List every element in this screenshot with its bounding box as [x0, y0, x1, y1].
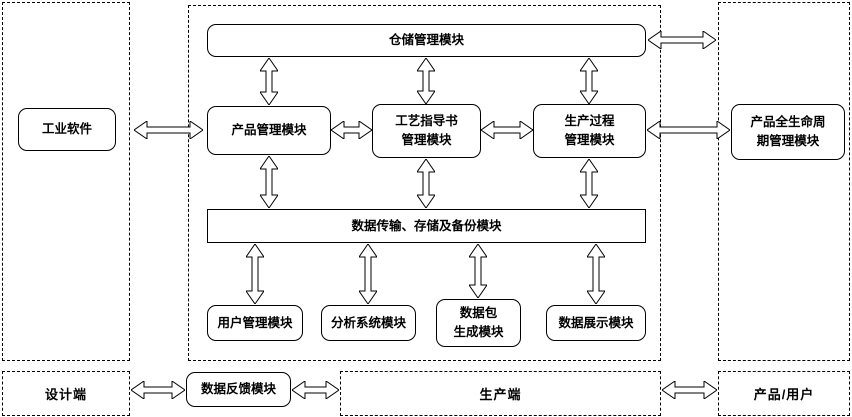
module-industrial-software: 工业软件	[18, 108, 116, 151]
double-arrow-production-user	[662, 381, 717, 399]
double-arrow-feedback-production	[292, 381, 339, 399]
region-product-user-label: 产品/用户	[753, 387, 815, 402]
module-data-package: 数据包 生成模块	[436, 299, 521, 347]
module-process-instruction: 工艺指导书 管理模块	[372, 104, 481, 158]
double-arrow-process-production	[481, 121, 533, 139]
region-design-end: 设计端	[2, 371, 130, 416]
module-product-management: 产品管理模块	[207, 106, 331, 155]
module-user-management-label: 用户管理模块	[217, 315, 293, 330]
region-central-system	[188, 5, 661, 361]
double-arrow-storage-package	[469, 244, 487, 298]
double-arrow-warehouse-product	[260, 58, 278, 105]
module-analysis-system-label: 分析系统模块	[330, 315, 406, 330]
double-arrow-warehouse-process	[417, 58, 435, 104]
module-production-process: 生产过程 管理模块	[533, 104, 646, 158]
module-warehouse: 仓储管理模块	[207, 24, 646, 57]
module-warehouse-label: 仓储管理模块	[388, 33, 464, 48]
module-plm: 产品全生命周 期管理模块	[731, 104, 845, 160]
double-arrow-design-feedback	[131, 381, 185, 399]
module-data-package-label: 数据包 生成模块	[453, 306, 504, 339]
region-production-end-label: 生产端	[479, 387, 522, 402]
double-arrow-warehouse-production	[580, 58, 598, 104]
double-arrow-process-storage	[417, 159, 435, 208]
module-data-display: 数据展示模块	[546, 305, 646, 341]
module-user-management: 用户管理模块	[207, 305, 303, 341]
module-process-instruction-label: 工艺指导书 管理模块	[395, 114, 458, 147]
double-arrow-production-plm	[647, 121, 730, 139]
region-production-end: 生产端	[340, 371, 661, 416]
region-design-end-label: 设计端	[44, 387, 87, 402]
region-industrial-software	[2, 2, 130, 361]
module-plm-label: 产品全生命周 期管理模块	[750, 115, 826, 148]
module-data-feedback: 数据反馈模块	[186, 372, 291, 407]
module-data-storage: 数据传输、存储及备份模块	[207, 209, 646, 243]
double-arrow-storage-display	[587, 244, 605, 304]
module-data-storage-label: 数据传输、存储及备份模块	[351, 218, 502, 233]
double-arrow-production-storage	[580, 159, 598, 208]
double-arrow-industrial-product	[134, 121, 203, 139]
module-product-management-label: 产品管理模块	[231, 123, 307, 138]
double-arrow-warehouse-plm	[648, 31, 716, 49]
double-arrow-storage-user	[246, 244, 264, 304]
module-data-display-label: 数据展示模块	[558, 315, 634, 330]
double-arrow-storage-analysis	[359, 244, 377, 304]
region-product-user: 产品/用户	[718, 371, 850, 416]
module-production-process-label: 生产过程 管理模块	[564, 114, 615, 147]
double-arrow-product-storage	[260, 156, 278, 208]
double-arrow-product-process	[331, 121, 372, 139]
module-industrial-software-label: 工业软件	[41, 122, 92, 137]
module-analysis-system: 分析系统模块	[321, 305, 416, 341]
region-plm	[718, 2, 850, 361]
module-data-feedback-label: 数据反馈模块	[200, 382, 276, 397]
